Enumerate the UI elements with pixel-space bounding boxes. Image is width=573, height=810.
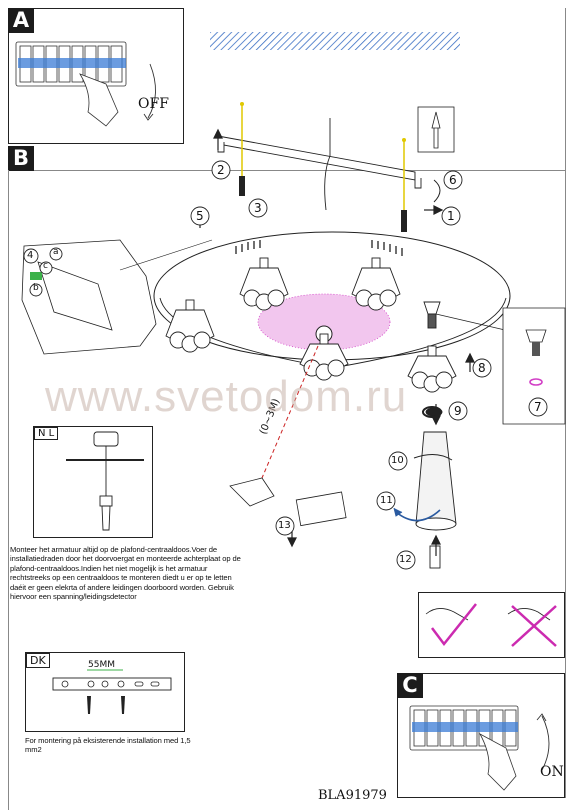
breaker-panel-on-illustration <box>409 705 550 791</box>
led-center <box>257 293 391 351</box>
wire-label-b: b <box>33 283 39 293</box>
breaker-panel-off-illustration <box>15 41 156 127</box>
dk-tag: DK <box>26 653 50 668</box>
step-12: 12 <box>399 554 412 565</box>
step-2: 2 <box>217 163 225 177</box>
section-b-rule <box>34 170 565 171</box>
step-8: 8 <box>478 361 486 375</box>
step-6: 6 <box>449 173 457 187</box>
wire-label-a: a <box>53 247 59 257</box>
step-10: 10 <box>391 455 404 466</box>
right-rule <box>565 8 566 798</box>
nl-tag: N L <box>34 427 59 440</box>
do-dont-illustration <box>425 603 557 647</box>
dk-plate-illustration <box>52 669 172 714</box>
wire-label-c: c <box>43 261 48 271</box>
shades <box>165 257 457 393</box>
step-3: 3 <box>254 201 262 215</box>
off-label: OFF <box>138 96 169 112</box>
step-4: 4 <box>27 250 34 261</box>
nl-instructions: Monteer het armatuur altijd op de plafon… <box>10 545 241 602</box>
dk-measure: 55MM <box>88 660 115 670</box>
section-b-tag: B <box>8 146 34 171</box>
step-13: 13 <box>278 520 291 531</box>
ceiling-hatch <box>210 32 460 50</box>
nl-panel <box>33 426 153 538</box>
on-label: ON <box>540 764 564 780</box>
laser-beam <box>261 345 319 479</box>
dk-panel <box>25 652 185 732</box>
section-a-tag: A <box>8 8 34 33</box>
step-7: 7 <box>534 400 542 414</box>
dk-instructions: For montering på eksisterende installati… <box>25 736 191 755</box>
step-5: 5 <box>196 209 204 223</box>
model-number: BLA91979 <box>318 788 387 803</box>
nl-bracket-illustration <box>66 431 144 531</box>
watermark: www.svetodom.ru <box>45 372 408 421</box>
section-b-left-rule <box>8 170 9 810</box>
step-9: 9 <box>454 404 462 418</box>
step-11: 11 <box>380 495 393 506</box>
step-1: 1 <box>447 209 455 223</box>
section-c-tag: C <box>397 673 423 698</box>
cleaning-instructions-box <box>418 592 565 658</box>
